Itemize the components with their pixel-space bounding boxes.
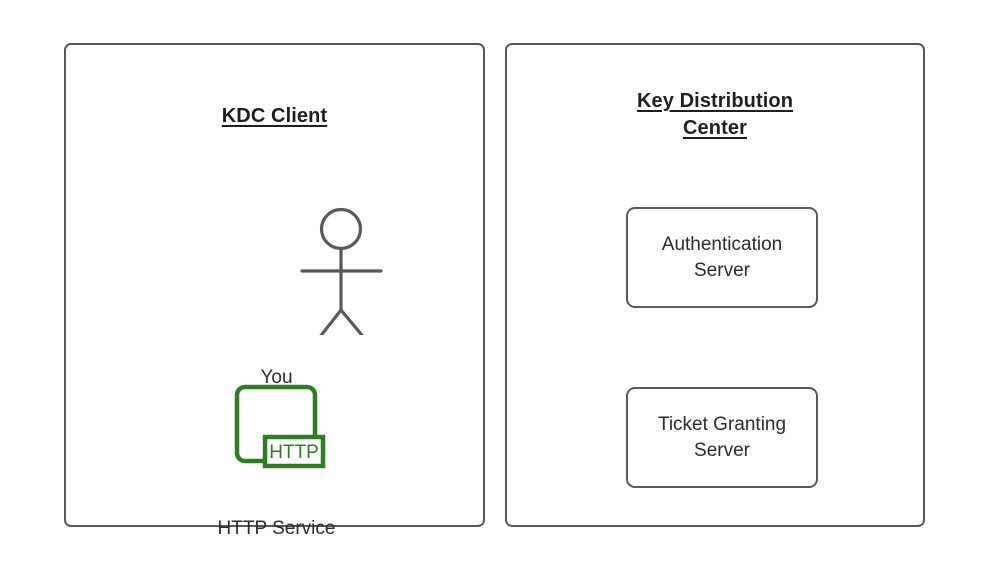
http-service-label: HTTP Service — [217, 518, 336, 539]
stick-figure-head — [319, 207, 363, 251]
stick-figure-right-leg — [339, 308, 364, 335]
kdc-client-panel: KDC Client You HTTP HTTP Service — [64, 43, 485, 539]
http-service-icon: HTTP — [234, 384, 326, 469]
kdc-client-title-text: KDC Client — [221, 105, 328, 127]
stick-figure-person-icon — [300, 207, 383, 335]
you-label: You — [260, 367, 293, 388]
authentication-server-box: Authentication Server — [626, 207, 818, 308]
kdc-title-line-2: Center — [683, 117, 747, 139]
authentication-server-label: Authentication Server — [661, 233, 783, 281]
http-icon-badge — [262, 434, 326, 469]
kdc-title-line-1: Key Distribution — [636, 90, 794, 112]
ticket-granting-server-box: Ticket Granting Server — [626, 387, 818, 488]
kdc-client-panel-title: KDC Client — [66, 103, 483, 130]
http-icon-badge-text: HTTP — [269, 442, 319, 463]
stick-figure-left-leg — [319, 308, 343, 335]
ticket-granting-server-label: Ticket Granting Server — [657, 413, 787, 461]
